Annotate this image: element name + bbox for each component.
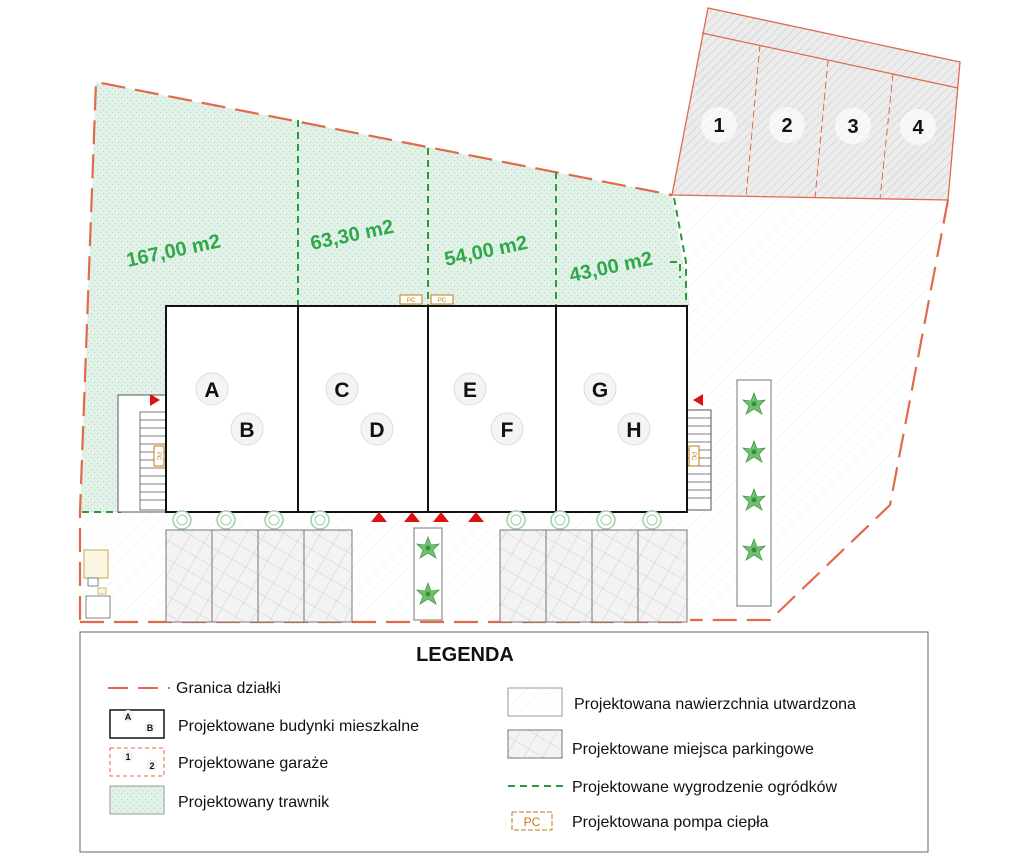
garage-label-2: 2 (769, 107, 805, 143)
unit-label-e: E (453, 372, 487, 406)
buildings (165, 305, 688, 513)
unit-label-h: H (617, 412, 651, 446)
svg-text:Projektowana pompa ciepła: Projektowana pompa ciepła (572, 814, 769, 831)
unit-label-b: B (230, 412, 264, 446)
svg-text:A: A (125, 712, 132, 722)
unit-label-d: D (360, 412, 394, 446)
utility-boxes (83, 549, 111, 619)
legend-item-boundary: Granica działki (108, 680, 281, 697)
parking-spaces (165, 529, 688, 623)
svg-text:B: B (239, 419, 254, 442)
unit-label-f: F (490, 412, 524, 446)
svg-text:H: H (626, 419, 641, 442)
unit-label-a: A (195, 372, 229, 406)
svg-text:1: 1 (713, 115, 724, 137)
svg-text:Projektowane garaże: Projektowane garaże (178, 755, 328, 772)
svg-text:PC: PC (524, 815, 541, 829)
unit-label-c: C (325, 372, 359, 406)
svg-text:4: 4 (912, 117, 924, 139)
svg-text:Projektowane miejsca parkingow: Projektowane miejsca parkingowe (572, 741, 814, 758)
legend-item-parking: Projektowane miejsca parkingowe (507, 729, 814, 759)
heat-pump-2: PC (430, 294, 454, 305)
plot-boundary-right (690, 199, 950, 622)
svg-text:PC: PC (155, 452, 161, 461)
svg-text:C: C (334, 379, 349, 402)
walkway-planter (413, 527, 443, 621)
legend-item-hardened-surface: Projektowana nawierzchnia utwardzona (507, 687, 856, 717)
heat-pump-right: PC (688, 445, 700, 467)
svg-text:2: 2 (149, 761, 154, 771)
svg-text:D: D (369, 419, 384, 442)
legend-title: LEGENDA (416, 644, 514, 666)
legend-item-fence: Projektowane wygrodzenie ogródków (508, 779, 837, 796)
legend-box (79, 631, 929, 853)
entrance-markers (150, 394, 703, 522)
svg-text:Projektowane budynki mieszkaln: Projektowane budynki mieszkalne (178, 718, 419, 735)
svg-text:B: B (147, 723, 154, 733)
svg-text:F: F (501, 419, 514, 442)
svg-text:Granica działki: Granica działki (176, 680, 281, 697)
garage-label-3: 3 (835, 108, 871, 144)
svg-text:G: G (592, 379, 608, 402)
svg-text:PC: PC (438, 298, 447, 304)
heat-pump-1: PC (399, 294, 423, 305)
legend-item-garages: 1 2 Projektowane garaże (109, 747, 328, 777)
garage-label-4: 4 (900, 109, 936, 145)
unit-label-g: G (583, 372, 617, 406)
lawn-area (80, 82, 690, 512)
legend-item-heat-pump: PC Projektowana pompa ciepła (511, 811, 769, 831)
plot-boundary (78, 80, 673, 620)
svg-text:Projektowane wygrodzenie ogród: Projektowane wygrodzenie ogródków (572, 779, 837, 796)
heat-pump-left: PC (153, 445, 165, 467)
svg-text:3: 3 (847, 116, 858, 138)
svg-text:PC: PC (690, 452, 696, 461)
legend-item-lawn: Projektowany trawnik (109, 785, 330, 815)
svg-text:A: A (204, 379, 219, 402)
legend-item-buildings: A B Projektowane budynki mieszkalne (109, 709, 419, 739)
svg-text:E: E (463, 379, 477, 402)
garage-label-1: 1 (701, 107, 737, 143)
svg-text:PC: PC (407, 298, 416, 304)
svg-text:2: 2 (781, 115, 792, 137)
svg-text:Projektowany trawnik: Projektowany trawnik (178, 794, 330, 811)
svg-text:Projektowana nawierzchnia utwa: Projektowana nawierzchnia utwardzona (574, 696, 856, 713)
svg-text:1: 1 (125, 752, 130, 762)
garage-block (671, 7, 961, 201)
